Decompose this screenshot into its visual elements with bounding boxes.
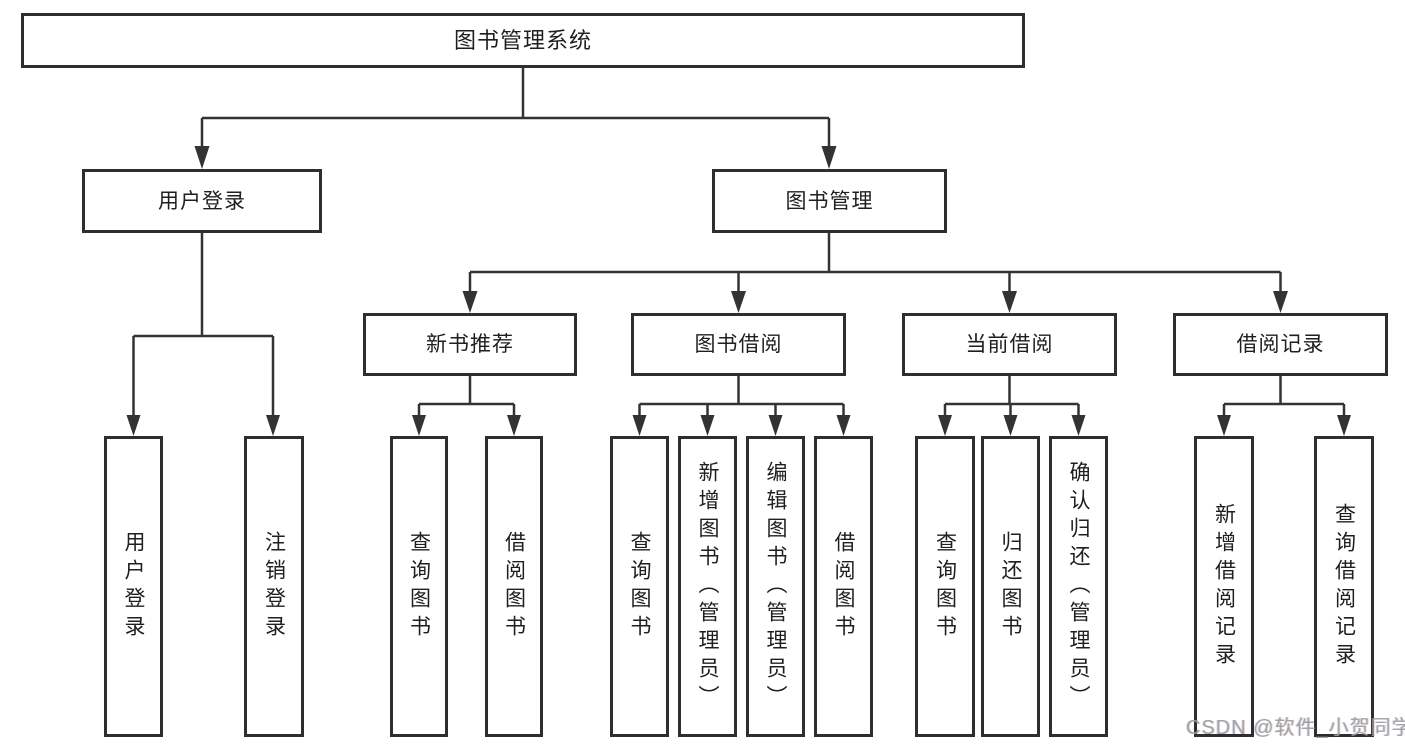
leaf-newbook-query-books: 查询图书 — [390, 436, 448, 737]
arrow-down-icon — [938, 415, 952, 436]
leaf-records-add-borrow-record: 新增借阅记录 — [1194, 436, 1254, 737]
connector-userlogin-to-leaves — [132, 233, 275, 419]
arrow-down-icon — [1217, 415, 1231, 436]
connector-bookborrow-to-leaves — [638, 376, 845, 419]
arrow-down-icon — [1003, 415, 1018, 436]
node-book-borrow: 图书借阅 — [631, 313, 846, 376]
arrow-down-icon — [266, 415, 280, 436]
arrow-down-icon — [821, 146, 837, 169]
leaf-current-query-books: 查询图书 — [915, 436, 975, 737]
node-book-management: 图书管理 — [712, 169, 947, 233]
arrow-down-icon — [768, 415, 783, 436]
arrow-down-icon — [126, 415, 141, 436]
leaf-borrow-borrow-books: 借阅图书 — [814, 436, 873, 737]
arrow-down-icon — [462, 291, 478, 313]
connector-bookmgmt-to-modules — [468, 233, 1282, 294]
arrow-down-icon — [632, 415, 647, 436]
arrow-down-icon — [507, 415, 521, 436]
arrow-down-icon — [1337, 415, 1351, 436]
csdn-watermark: CSDN @软件_小贺同学 — [1186, 717, 1405, 739]
arrow-down-icon — [1273, 291, 1288, 313]
arrow-down-icon — [1071, 415, 1086, 436]
connector-borrowrecords-to-leaves — [1222, 376, 1346, 419]
arrow-down-icon — [1002, 291, 1017, 313]
arrow-down-icon — [412, 415, 426, 436]
leaf-newbook-borrow-books: 借阅图书 — [485, 436, 543, 737]
node-new-book-recommend: 新书推荐 — [363, 313, 577, 376]
arrow-down-icon — [700, 415, 715, 436]
leaf-logout: 注销登录 — [244, 436, 304, 737]
connector-root-to-branches — [200, 68, 831, 150]
node-current-borrow: 当前借阅 — [902, 313, 1117, 376]
arrow-down-icon — [194, 146, 210, 169]
leaf-current-return-books: 归还图书 — [981, 436, 1040, 737]
leaf-records-query-borrow-record: 查询借阅记录 — [1314, 436, 1374, 737]
leaf-current-confirm-return-admin: 确认归还（管理员） — [1049, 436, 1108, 737]
leaf-borrow-add-books-admin: 新增图书（管理员） — [678, 436, 737, 737]
arrow-down-icon — [836, 415, 851, 436]
arrow-down-icon — [731, 291, 746, 313]
leaf-user-login: 用户登录 — [104, 436, 163, 737]
leaf-borrow-query-books: 查询图书 — [610, 436, 669, 737]
node-user-login: 用户登录 — [82, 169, 322, 233]
node-borrow-records: 借阅记录 — [1173, 313, 1388, 376]
leaf-borrow-edit-books-admin: 编辑图书（管理员） — [746, 436, 805, 737]
connector-newbookrec-to-leaves — [417, 376, 516, 419]
node-library-management-system: 图书管理系统 — [21, 13, 1025, 68]
connector-currentborrow-to-leaves — [943, 376, 1080, 419]
